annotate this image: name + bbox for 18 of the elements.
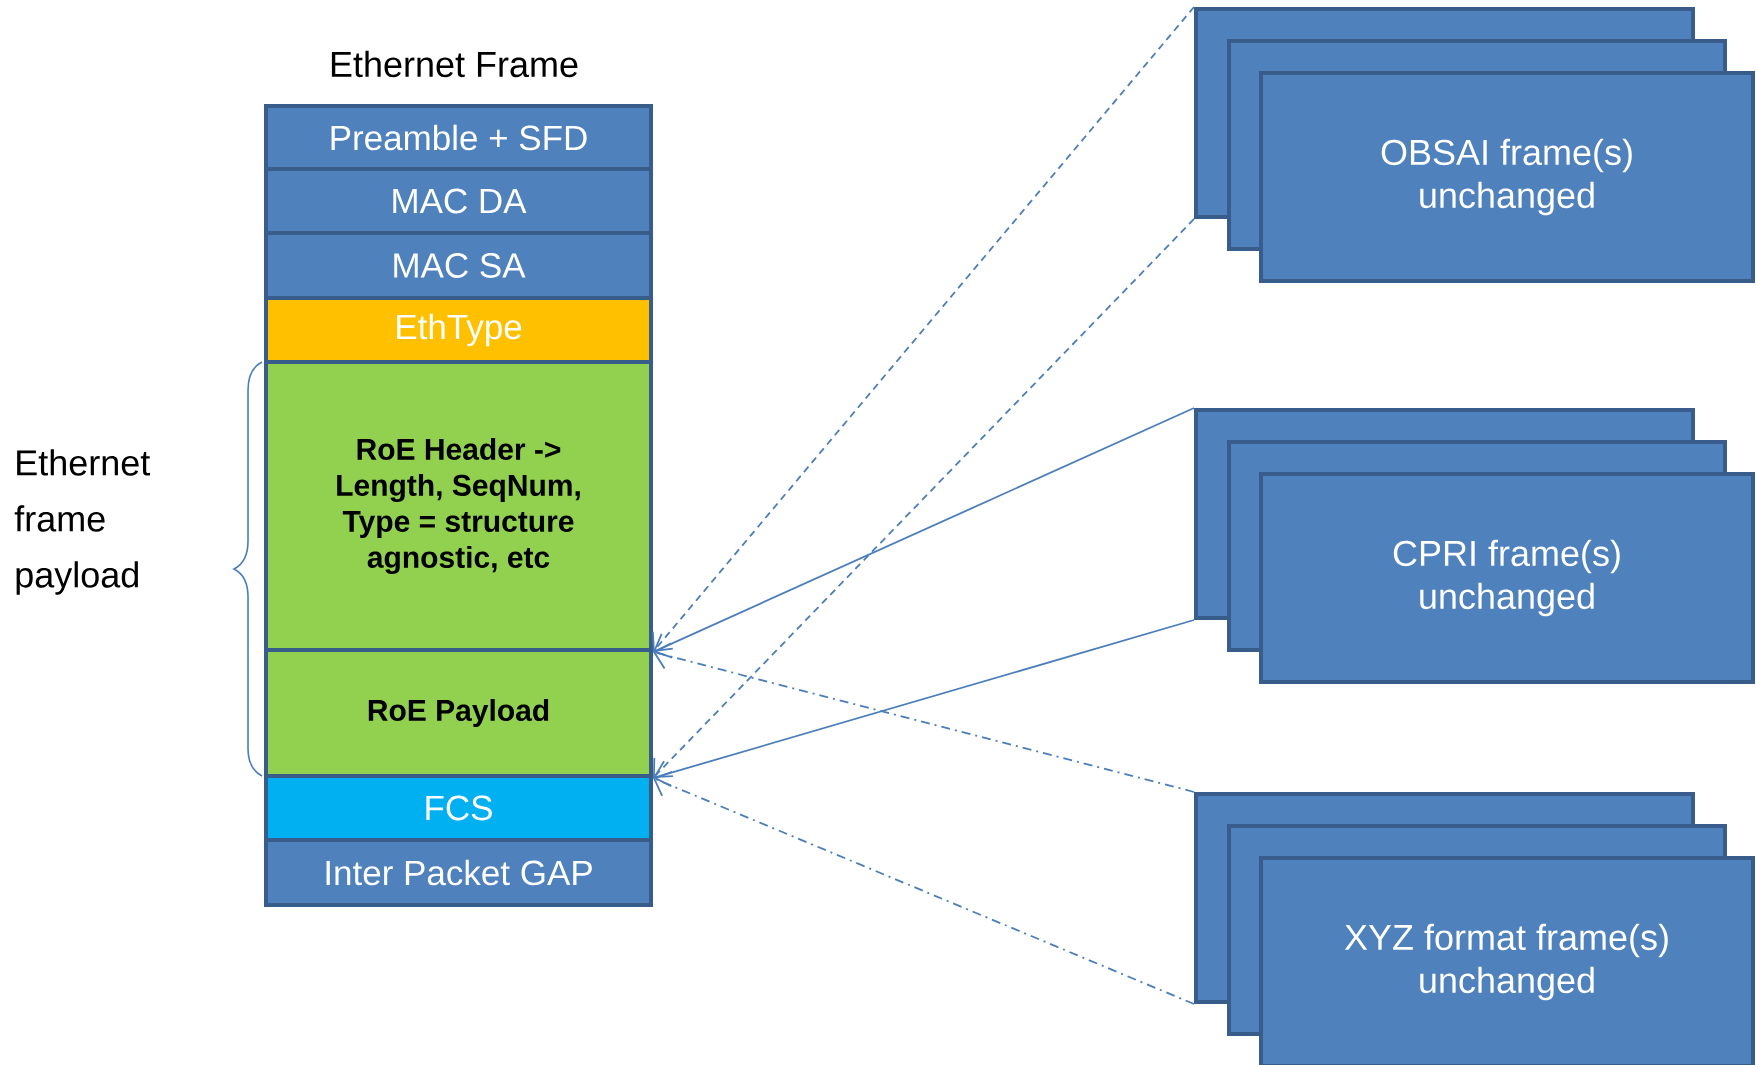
frame-field: EthType — [264, 296, 653, 364]
arrow — [653, 619, 1195, 788]
frame-title: Ethernet Frame — [331, 50, 578, 78]
arrow — [652, 6, 1195, 652]
frame-field: RoE Payload — [264, 648, 653, 778]
frame-box: CPRI frame(s) unchanged — [1259, 472, 1755, 684]
frame-field: MAC DA — [264, 167, 653, 235]
frame-field: MAC SA — [264, 231, 653, 300]
arrow — [653, 771, 1195, 1005]
arrow — [653, 642, 1195, 793]
frame-field: Inter Packet GAP — [264, 838, 653, 907]
arrow — [653, 407, 1195, 659]
arrow — [653, 218, 1195, 778]
frame-box: XYZ format frame(s) unchanged — [1259, 856, 1755, 1065]
brace-label: Ethernet frame payload — [14, 449, 150, 595]
frame-box: OBSAI frame(s) unchanged — [1259, 71, 1755, 283]
frame-field: FCS — [264, 774, 653, 842]
frame-field: Preamble + SFD — [264, 104, 653, 171]
